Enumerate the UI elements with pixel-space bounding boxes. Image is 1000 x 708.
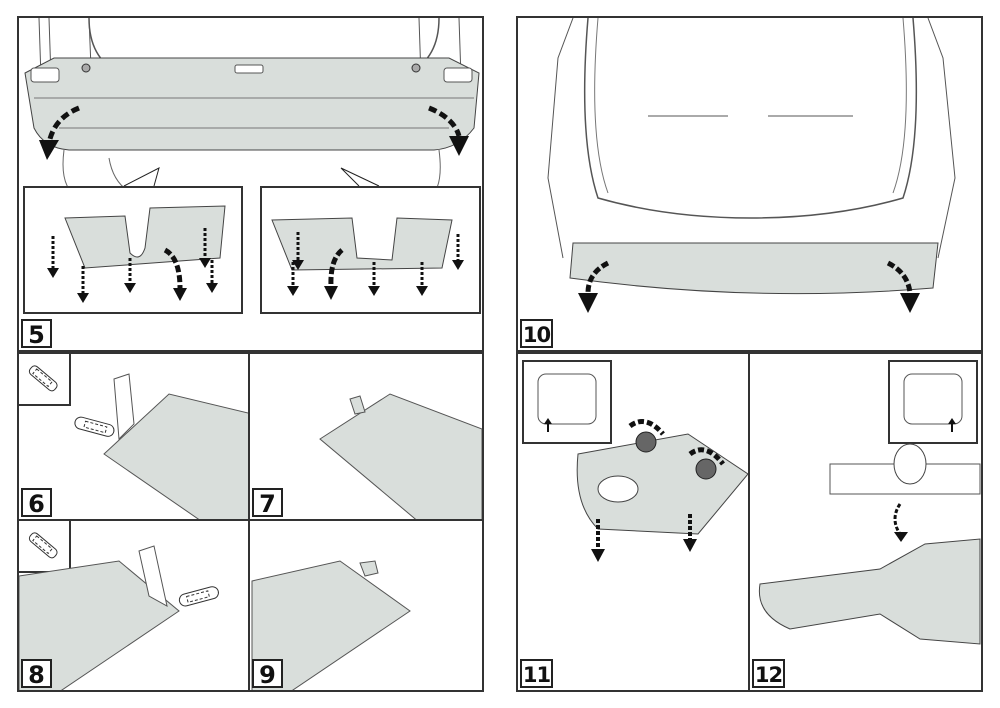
step-number: 9 [252,659,283,689]
step-10-panel: 10 [516,16,983,352]
step-5-panel: 5 [17,16,484,352]
bumper-beam-illustration [547,18,956,313]
exhaust-hanger-illustration [758,443,981,645]
underpanel-cut-illustration [19,545,219,690]
utility-knife-icon [19,354,71,406]
utility-knife-icon [19,521,71,573]
step-number: 5 [21,319,52,349]
step-number: 11 [520,659,553,688]
bumper-removal-illustration [24,18,480,199]
step-12-panel: 12 [750,352,983,692]
car-rear-locator-icon [522,360,612,444]
step-7-panel: 7 [250,352,484,521]
detail-inset-right [260,186,481,314]
step-number: 10 [520,319,553,348]
underpanel-cut-illustration [74,373,248,519]
step-9-panel: 9 [250,521,484,692]
step-number: 8 [21,659,52,689]
step-6-panel: 6 [17,352,250,521]
bracket-removal-illustration [576,419,748,562]
detail-inset-left [23,186,243,314]
step-number: 6 [21,488,52,518]
step-number: 12 [752,659,785,688]
trimmed-panel-illustration [251,560,411,690]
step-number: 7 [252,488,283,518]
underpanel-screws-left [47,205,226,303]
step-8-panel: 8 [17,521,250,692]
car-rear-locator-icon [888,360,978,444]
trimmed-panel-illustration [319,393,482,519]
underpanel-screws-right [271,217,464,300]
step-11-panel: 11 [516,352,750,692]
